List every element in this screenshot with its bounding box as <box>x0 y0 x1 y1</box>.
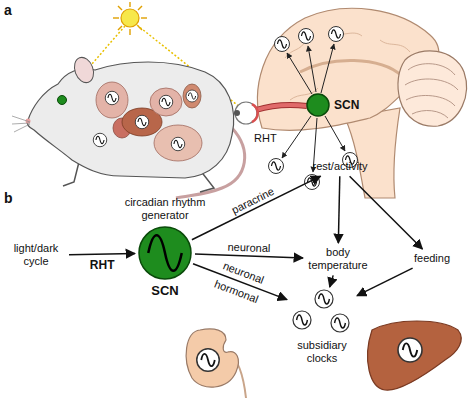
corpus-callosum <box>300 60 402 76</box>
sun-ray <box>118 6 122 10</box>
organ-kidney <box>183 84 201 108</box>
output-process: rest/activity <box>304 160 376 173</box>
scn-output-arrow <box>287 53 312 94</box>
scn-output-arrow <box>308 46 316 92</box>
input-signal: light/dark cycle <box>6 242 66 268</box>
clock-symbol <box>269 159 284 174</box>
rat-whiskers <box>12 116 30 132</box>
organ-intestine <box>154 125 202 161</box>
clock-symbol <box>398 338 422 362</box>
clock-symbol <box>331 314 349 332</box>
liver <box>368 321 462 390</box>
cerebellum <box>398 51 467 126</box>
sun-ray <box>138 6 142 10</box>
clock-cluster: subsidiary clocks <box>290 290 354 336</box>
pathway-label: RHT <box>254 132 277 145</box>
sun-ray <box>141 17 147 18</box>
rat-scn <box>58 96 67 105</box>
rat-body <box>27 62 233 178</box>
arrow-connector <box>330 275 333 287</box>
node-text: subsidiary clocks <box>287 339 357 365</box>
edge-label: neuronal <box>228 241 271 256</box>
arrow-connector <box>350 176 423 249</box>
scn-nucleus: SCN <box>306 93 330 117</box>
clock-symbol <box>197 349 220 372</box>
arrow-connector <box>338 176 339 243</box>
optic-nerve-outline <box>256 105 307 110</box>
node-shape <box>306 93 330 117</box>
arrow-connector <box>195 254 303 258</box>
arrow-connector <box>192 176 321 240</box>
pupil <box>234 110 240 116</box>
arrow-connector <box>69 254 135 255</box>
rat <box>12 55 245 198</box>
scn-output-arrow <box>325 116 345 151</box>
rat-ear <box>71 55 97 86</box>
sun <box>113 2 147 35</box>
retina <box>252 104 258 122</box>
clock-symbol <box>135 115 149 129</box>
panel-letter: b <box>4 190 13 207</box>
clock-symbol <box>305 175 320 190</box>
liver-shape <box>368 321 462 390</box>
clock-symbol <box>293 311 311 329</box>
clock-symbol <box>299 29 314 44</box>
arrow-connector <box>357 268 413 296</box>
node-shape <box>138 226 192 280</box>
eye <box>235 102 257 124</box>
clock-symbol <box>105 91 119 105</box>
clock-symbol <box>159 95 173 109</box>
brain <box>234 8 466 198</box>
scn-output-arrow <box>282 116 311 158</box>
structure-label: SCN <box>334 98 359 112</box>
kidney-shape <box>186 329 238 387</box>
scn-output-arrow <box>321 44 334 93</box>
sun-ray <box>129 2 130 7</box>
pacemaker-circle: circadian rhythm generatorSCN <box>138 226 192 280</box>
cerebellum-folia <box>405 64 458 118</box>
node-text: SCN <box>151 283 178 299</box>
optic-nerve <box>256 105 307 110</box>
sun-rays <box>113 2 147 35</box>
edge-label: neuronal hormonal <box>208 253 273 310</box>
node-text: body temperature <box>306 246 370 272</box>
edge-label: paracrine <box>229 185 276 217</box>
edge-label: RHT <box>90 258 115 272</box>
node-shape <box>290 290 354 336</box>
output-process: feeding <box>410 252 454 265</box>
node-heading: circadian rhythm generator <box>117 196 213 222</box>
clock-symbol <box>275 37 290 52</box>
rhythm-wave <box>148 235 181 271</box>
clock-symbol <box>329 27 344 42</box>
clock-symbol <box>171 137 185 151</box>
sun-disc <box>121 9 139 27</box>
organ-stomach <box>150 88 182 116</box>
node-circle <box>139 227 191 279</box>
node-text: rest/activity <box>304 160 376 173</box>
node-text: feeding <box>410 252 454 265</box>
clock-symbol <box>186 90 198 102</box>
clock-symbol <box>93 133 107 147</box>
sun-ray <box>129 29 130 35</box>
node-circle <box>307 94 329 116</box>
node-text: light/dark cycle <box>6 242 66 268</box>
organ-lung <box>96 82 128 118</box>
sun-ray <box>113 17 119 18</box>
clock-symbol <box>315 290 333 308</box>
kidney <box>186 329 246 398</box>
panel-letter: a <box>4 2 12 19</box>
output-process: body temperature <box>306 246 370 272</box>
